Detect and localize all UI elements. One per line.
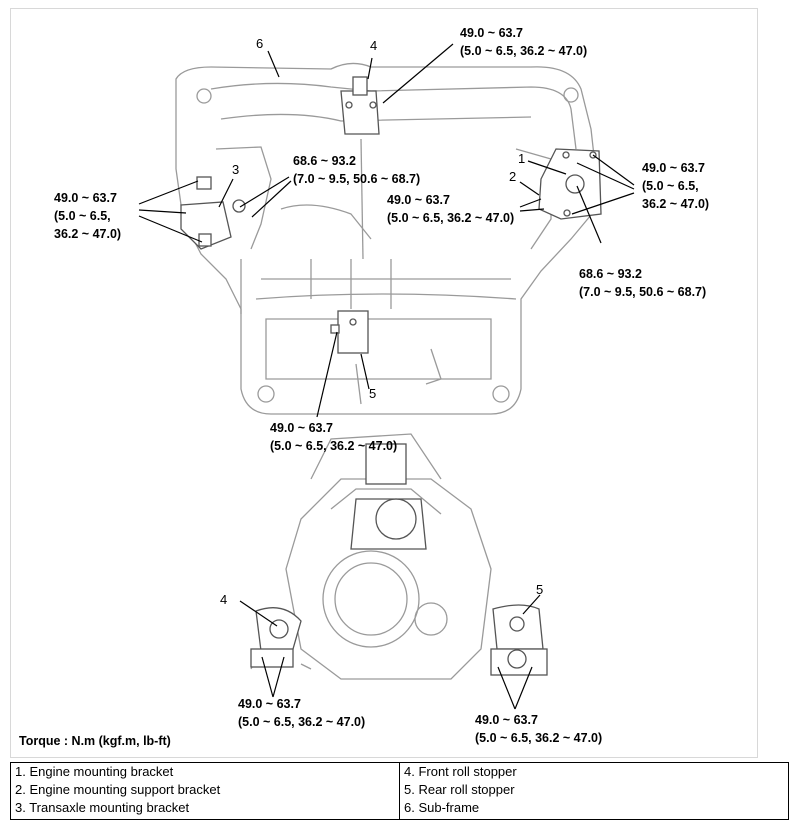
legend-item: 4. Front roll stopper [404, 764, 517, 779]
callout-3: 3 [232, 162, 240, 177]
legend-item: 6. Sub-frame [404, 800, 480, 815]
callout-4-top: 4 [370, 38, 378, 53]
callout-2: 2 [509, 169, 517, 184]
torque-label-center: 68.6 ~ 93.2 (7.0 ~ 9.5, 50.6 ~ 68.7) [293, 154, 421, 186]
torque-label-right-low: 68.6 ~ 93.2 (7.0 ~ 9.5, 50.6 ~ 68.7) [579, 267, 707, 299]
torque-label-left: 49.0 ~ 63.7 (5.0 ~ 6.5, 36.2 ~ 47.0) [54, 191, 122, 241]
torque-label-rear-stopper: 49.0 ~ 63.7 (5.0 ~ 6.5, 36.2 ~ 47.0) [270, 421, 398, 453]
legend-item: 3. Transaxle mounting bracket [15, 800, 190, 815]
diagram-drawing [138, 43, 635, 710]
torque-unit-note: Torque : N.m (kgf.m, lb-ft) [19, 734, 171, 748]
callout-5-top: 5 [369, 386, 377, 401]
subframe-outline [175, 62, 597, 415]
legend-item: 1. Engine mounting bracket [15, 764, 174, 779]
legend-item: 5. Rear roll stopper [404, 782, 515, 797]
callout-1: 1 [518, 151, 526, 166]
legend-item: 2. Engine mounting support bracket [15, 782, 221, 797]
torque-label-mid: 49.0 ~ 63.7 (5.0 ~ 6.5, 36.2 ~ 47.0) [387, 193, 515, 225]
torque-label-bottom-right: 49.0 ~ 63.7 (5.0 ~ 6.5, 36.2 ~ 47.0) [475, 713, 603, 745]
callout-4-bottom: 4 [220, 592, 228, 607]
callout-5-bottom: 5 [536, 582, 544, 597]
parts-legend-table: 1. Engine mounting bracket 2. Engine mou… [10, 762, 789, 820]
torque-label-bottom-left: 49.0 ~ 63.7 (5.0 ~ 6.5, 36.2 ~ 47.0) [238, 697, 366, 729]
torque-label-right: 49.0 ~ 63.7 (5.0 ~ 6.5, 36.2 ~ 47.0) [642, 161, 710, 211]
mount-diagram: 4 6 3 1 2 5 4 5 49.0 ~ 63.7 (5.0 ~ 6.5, … [10, 8, 758, 758]
torque-label-top: 49.0 ~ 63.7 (5.0 ~ 6.5, 36.2 ~ 47.0) [460, 26, 588, 58]
legend-left-column: 1. Engine mounting bracket 2. Engine mou… [10, 762, 400, 820]
legend-right-column: 4. Front roll stopper 5. Rear roll stopp… [399, 762, 789, 820]
callout-6: 6 [256, 36, 264, 51]
